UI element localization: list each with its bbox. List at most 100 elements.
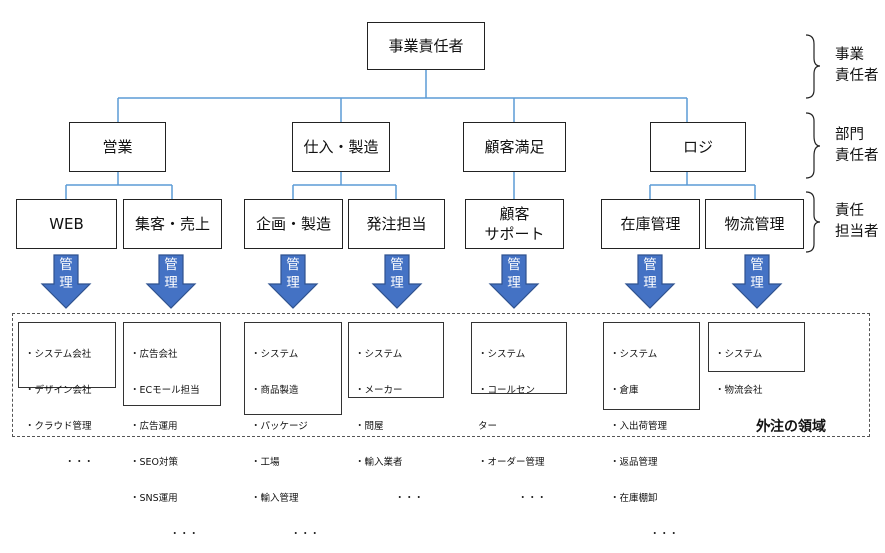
list-item: ・システム [478, 349, 526, 360]
arrow-label-line1: 管 [164, 257, 178, 273]
list-item: ・システム [715, 349, 763, 360]
list-item: ・ECモール担当 [130, 385, 200, 396]
arrow-label-line2: 理 [750, 275, 764, 291]
unit-box-customer-support: 顧客 サポート [465, 199, 564, 249]
list-ellipsis: ・・・ [650, 529, 679, 540]
outsource-list-ordering: ・システム ・メーカー ・問屋 ・輸入業者 ・・・ [348, 322, 444, 504]
side-label-person-in-charge: 責任 担当者 [835, 203, 879, 241]
list-item: ・広告会社 [130, 349, 178, 360]
outsource-list-customer-support: ・システム ・コールセン ター ・オーダー管理 ・・・ [471, 322, 567, 504]
outsource-list-inventory: ・システム ・倉庫 ・入出荷管理 ・返品管理 ・在庫棚卸 ・・・ [603, 322, 700, 540]
management-arrow: 管 理 [624, 254, 676, 310]
list-ellipsis: ・・・ [65, 457, 94, 468]
list-item: ・システム [610, 349, 658, 360]
list-item: ・返品管理 [610, 457, 658, 468]
arrow-label-line2: 理 [390, 275, 404, 291]
list-item: ・クラウド管理 [25, 421, 92, 432]
arrow-down-icon [371, 254, 423, 309]
department-box-purchasing: 仕入・製造 [292, 122, 390, 172]
list-item: ・入出荷管理 [610, 421, 668, 432]
department-label: ロジ [682, 137, 713, 156]
unit-box-inventory: 在庫管理 [601, 199, 700, 249]
unit-label: WEB [49, 214, 84, 233]
arrow-label-line2: 理 [507, 275, 521, 291]
arrow-label-line2: 理 [286, 275, 300, 291]
unit-label: 企画・製造 [255, 214, 331, 233]
department-box-customer-satisfaction: 顧客満足 [463, 122, 566, 172]
list-ellipsis: ・・・ [170, 529, 199, 540]
arrow-label-line2: 理 [164, 275, 178, 291]
outsourcing-area [12, 313, 870, 437]
list-item: ・在庫棚卸 [610, 493, 658, 504]
arrow-down-icon [731, 254, 783, 309]
list-item: ・広告運用 [130, 421, 178, 432]
outsource-list-production: ・システム ・商品製造 ・パッケージ ・工場 ・輸入管理 ・・・ [244, 322, 342, 540]
outsourcing-area-label: 外注の領域 [756, 419, 826, 435]
list-ellipsis: ・・・ [518, 493, 547, 504]
list-item: ・SEO対策 [130, 457, 179, 468]
business-owner-label: 事業責任者 [388, 36, 464, 55]
arrow-label-line1: 管 [59, 257, 73, 273]
department-label: 仕入・製造 [303, 137, 379, 156]
arrow-label-line1: 管 [750, 257, 764, 273]
list-item: ・オーダー管理 [478, 457, 545, 468]
outsource-list-web: ・システム会社 ・デザイン会社 ・クラウド管理 ・・・ [18, 322, 116, 468]
arrow-label-line1: 管 [643, 257, 657, 273]
list-item: ・システム会社 [25, 349, 92, 360]
list-item: ・システム [251, 349, 299, 360]
unit-label: 発注担当 [366, 214, 427, 233]
unit-label: 集客・売上 [134, 214, 210, 233]
arrow-label-line2: 理 [59, 275, 73, 291]
management-arrow: 管 理 [371, 254, 423, 310]
unit-box-marketing-sales: 集客・売上 [123, 199, 222, 249]
unit-label: 顧客 サポート [484, 204, 545, 243]
arrow-down-icon [145, 254, 197, 309]
business-owner-box: 事業責任者 [367, 22, 485, 70]
department-box-sales: 営業 [69, 122, 166, 172]
list-ellipsis: ・・・ [755, 421, 784, 432]
list-item: ・工場 [251, 457, 280, 468]
list-item: ・輸入業者 [355, 457, 403, 468]
arrow-down-icon [40, 254, 92, 309]
list-ellipsis: ・・・ [291, 529, 320, 540]
department-box-logistics: ロジ [650, 122, 746, 172]
list-ellipsis: ・・・ [395, 493, 424, 504]
unit-label: 在庫管理 [620, 214, 681, 233]
list-item: ・商品製造 [251, 385, 299, 396]
side-label-business-owner: 事業 責任者 [835, 47, 879, 85]
list-item: ・システム [355, 349, 403, 360]
department-label: 営業 [102, 137, 133, 156]
list-item: ・物流会社 [715, 385, 763, 396]
arrow-down-icon [488, 254, 540, 309]
arrow-label-line1: 管 [507, 257, 521, 273]
list-item: ・パッケージ [251, 421, 308, 432]
outsource-list-marketing: ・広告会社 ・ECモール担当 ・広告運用 ・SEO対策 ・SNS運用 ・・・ [123, 322, 221, 540]
list-item: ・メーカー [355, 385, 403, 396]
list-item: ・倉庫 [610, 385, 639, 396]
list-item: ・SNS運用 [130, 493, 178, 504]
management-arrow: 管 理 [731, 254, 783, 310]
management-arrow: 管 理 [145, 254, 197, 310]
department-label: 顧客満足 [484, 137, 545, 156]
arrow-label-line2: 理 [643, 275, 657, 291]
unit-box-distribution: 物流管理 [705, 199, 804, 249]
management-arrow: 管 理 [40, 254, 92, 310]
list-item: ・デザイン会社 [25, 385, 92, 396]
connector-lines [65, 34, 821, 253]
side-label-department-head: 部門 責任者 [835, 127, 879, 165]
list-item: ター [478, 421, 498, 432]
list-item: ・輸入管理 [251, 493, 299, 504]
list-item: ・コールセン [478, 385, 536, 396]
arrow-down-icon [624, 254, 676, 309]
arrow-down-icon [267, 254, 319, 309]
management-arrow: 管 理 [267, 254, 319, 310]
unit-box-ordering: 発注担当 [348, 199, 445, 249]
outsource-list-distribution: ・システム ・物流会社 ・・・ [708, 322, 805, 432]
unit-box-planning-production: 企画・製造 [244, 199, 343, 249]
unit-label: 物流管理 [724, 214, 785, 233]
arrow-label-line1: 管 [286, 257, 300, 273]
list-item: ・問屋 [355, 421, 384, 432]
unit-box-web: WEB [16, 199, 117, 249]
arrow-label-line1: 管 [390, 257, 404, 273]
management-arrow: 管 理 [488, 254, 540, 310]
